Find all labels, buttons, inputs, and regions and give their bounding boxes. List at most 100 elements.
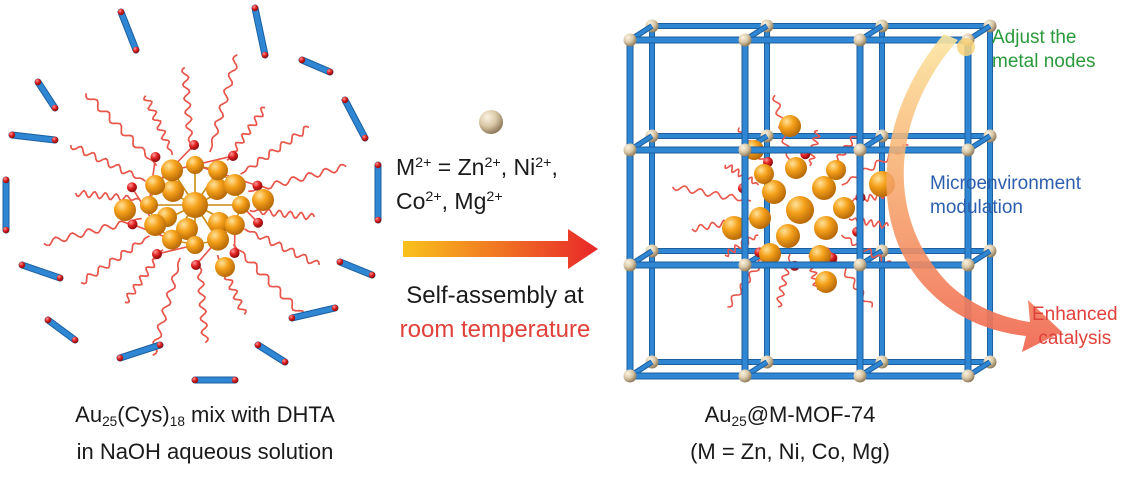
annotation-enhanced-catalysis: Enhanced catalysis [1032, 303, 1118, 351]
gold-atom [140, 196, 158, 214]
dhta-linker-cap [118, 9, 124, 15]
ligand-chain [250, 209, 315, 219]
dhta-linker [258, 345, 285, 362]
dhta-linker-cap [133, 47, 139, 53]
sulfur-atom [127, 182, 137, 192]
dhta-linker-cap [375, 162, 381, 168]
gold-atom [186, 156, 204, 174]
gold-atom [232, 196, 250, 214]
dhta-linker-cap [19, 262, 25, 268]
gold-atom [182, 192, 208, 218]
ligand-chain [153, 258, 180, 355]
gold-atom [786, 196, 814, 224]
sulfur-atom [230, 248, 240, 258]
gold-atom [162, 180, 184, 202]
dhta-linker-cap [255, 342, 261, 348]
metal-node [739, 34, 752, 47]
dhta-linker-cap [9, 132, 15, 138]
dhta-linker-cap [45, 317, 51, 323]
metal-node [739, 370, 752, 383]
sulfur-atom [191, 260, 201, 270]
sulfur-atom [228, 151, 238, 161]
dhta-linker [22, 265, 60, 278]
dhta-linker-cap [369, 272, 375, 278]
highlighted-node [957, 38, 975, 56]
dhta-linker-cap [299, 57, 305, 63]
metal-node [624, 259, 637, 272]
dhta-linker-cap [232, 377, 238, 383]
dhta-linker-cap [157, 342, 163, 348]
sulfur-atom [252, 181, 262, 191]
dhta-linker [120, 345, 160, 358]
assembly-line1: Self-assembly at [380, 279, 610, 313]
right-caption-line2: (M = Zn, Ni, Co, Mg) [640, 437, 940, 467]
sulfur-atom [152, 249, 162, 259]
left-caption-line2: in NaOH aqueous solution [30, 437, 380, 467]
dhta-linker-cap [35, 79, 41, 85]
sulfur-atom [128, 219, 138, 229]
cluster-ligand-group [3, 5, 381, 383]
ligand-chain [210, 55, 237, 152]
dhta-linker-cap [3, 227, 9, 233]
metal-node [854, 144, 867, 157]
sulfur-atom [150, 152, 160, 162]
dhta-linker-cap [337, 259, 343, 265]
metal-node [739, 259, 752, 272]
gold-atom [749, 207, 771, 229]
gold-atom [145, 175, 165, 195]
ligand-chain [144, 96, 172, 155]
ligand-chain [245, 229, 320, 265]
ligand-chain [182, 67, 192, 150]
dhta-linker-cap [3, 177, 9, 183]
ligand-chain [86, 93, 157, 165]
gold-atom [225, 215, 245, 235]
metal-ion-equation: M2+ = Zn2+, Ni2+, Co2+, Mg2+ [396, 148, 558, 216]
dhta-linker-cap [52, 105, 58, 111]
left-caption: Au25(Cys)18 mix with DHTA in NaOH aqueou… [30, 400, 380, 467]
gold-atom [208, 160, 228, 180]
dhta-linker-cap [72, 337, 78, 343]
ligand-chain [248, 165, 346, 192]
dhta-linker-cap [375, 217, 381, 223]
right-caption-line1: Au25@M-MOF-74 [640, 400, 940, 437]
ligand-chain [198, 260, 208, 343]
dhta-linker-cap [252, 5, 258, 11]
equation-line1: M2+ = Zn2+, Ni2+, [396, 148, 558, 182]
metal-node [854, 259, 867, 272]
gold-atom [162, 230, 182, 250]
metal-node [962, 259, 975, 272]
arrow-shape [403, 229, 598, 269]
ligand-chain [71, 145, 146, 181]
gold-atom [207, 229, 229, 251]
dhta-linker-cap [282, 359, 288, 365]
dhta-linker-cap [262, 52, 268, 58]
dhta-linker-cap [332, 305, 338, 311]
annotation-adjust-nodes: Adjust the metal nodes [992, 26, 1096, 74]
sulfur-atom [253, 218, 263, 228]
dhta-linker-cap [327, 69, 333, 75]
gold-atom [785, 157, 807, 179]
equation-line2: Co2+, Mg2+ [396, 182, 558, 216]
gold-atom [826, 160, 846, 180]
dhta-linker [121, 12, 136, 50]
metal-node [962, 144, 975, 157]
dhta-linker [48, 320, 75, 340]
gold-atom [812, 176, 836, 200]
assembly-line2: room temperature [380, 313, 610, 347]
metal-ion-bead [479, 110, 503, 134]
dhta-linker [302, 60, 330, 72]
gold-atom [186, 236, 204, 254]
ligand-chain [76, 191, 141, 201]
gold-atom [215, 257, 235, 277]
gold-atom [779, 115, 801, 137]
dhta-linker-cap [342, 97, 348, 103]
dhta-linker-cap [192, 377, 198, 383]
annotation-microenvironment: Microenvironment modulation [930, 172, 1081, 220]
metal-node [854, 34, 867, 47]
dhta-linker-cap [52, 137, 58, 143]
metal-node [624, 370, 637, 383]
gold-atom [161, 159, 183, 181]
metal-node [739, 144, 752, 157]
assembly-condition: Self-assembly at room temperature [380, 279, 610, 347]
